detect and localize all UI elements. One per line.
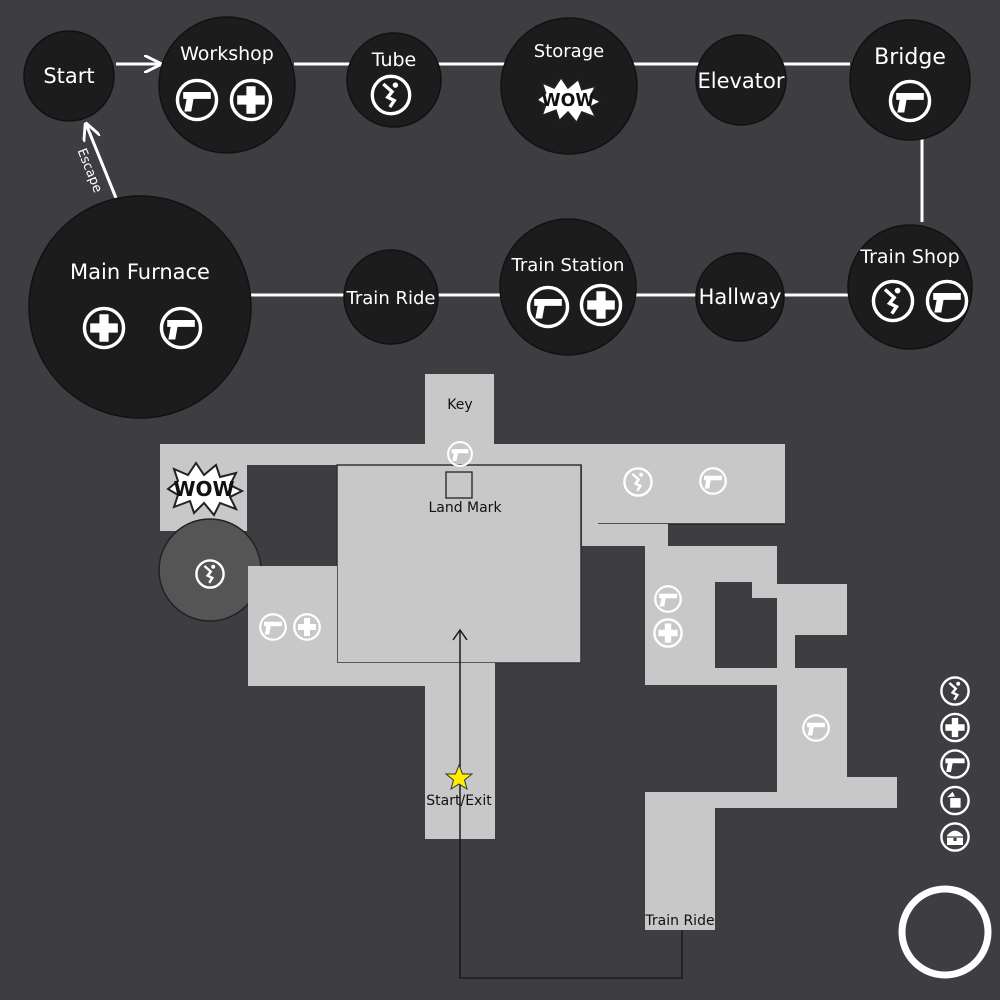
landmark-label: Land Mark bbox=[428, 500, 502, 516]
room-right-upper bbox=[777, 584, 847, 635]
room-key bbox=[425, 374, 494, 444]
room-right-lower bbox=[777, 668, 847, 808]
medkit-icon bbox=[579, 283, 623, 327]
escape-arrow bbox=[86, 124, 118, 199]
connector-right-upper bbox=[777, 635, 795, 668]
node-circle bbox=[28, 195, 252, 419]
key-label: Key bbox=[447, 397, 472, 413]
node-hallway: Hallway bbox=[695, 252, 785, 342]
node-label: Workshop bbox=[180, 43, 274, 65]
node-label: Start bbox=[43, 64, 94, 88]
node-train-station: Train Station bbox=[499, 218, 637, 356]
connector-mid bbox=[715, 668, 777, 685]
node-train-shop: Train Shop bbox=[847, 224, 973, 350]
node-storage: Storage bbox=[500, 17, 638, 155]
node-label: Main Furnace bbox=[70, 260, 210, 284]
start-star-icon bbox=[444, 763, 474, 791]
node-label: Tube bbox=[371, 49, 417, 71]
room-small-notch bbox=[752, 582, 777, 598]
medkit-icon bbox=[82, 306, 126, 350]
legend-gun-icon bbox=[940, 749, 970, 779]
medkit-icon bbox=[229, 78, 273, 122]
node-label: Train Ride bbox=[346, 288, 436, 309]
room-right-tail bbox=[847, 777, 897, 808]
medkit-icon bbox=[293, 613, 321, 641]
start-exit-label: Start/Exit bbox=[426, 793, 492, 809]
legend-item-box-icon bbox=[940, 785, 970, 816]
legend-chest-icon bbox=[940, 822, 970, 852]
node-circle bbox=[847, 224, 973, 350]
corridor-left-bottom bbox=[337, 663, 425, 686]
node-circle bbox=[695, 34, 787, 126]
node-label: Storage bbox=[534, 41, 604, 62]
route-line bbox=[459, 630, 683, 979]
legend-medkit-icon bbox=[940, 712, 970, 743]
legend bbox=[940, 676, 970, 852]
node-bridge: Bridge bbox=[849, 19, 971, 141]
node-label: Hallway bbox=[699, 285, 782, 309]
node-tube: Tube bbox=[346, 32, 442, 128]
escape-label: Escape bbox=[74, 146, 105, 195]
room-train-ride bbox=[645, 792, 715, 930]
room-central bbox=[336, 464, 582, 664]
node-train-ride: Train Ride bbox=[343, 249, 439, 345]
node-circle bbox=[23, 30, 115, 122]
room-column bbox=[645, 546, 715, 685]
node-circle bbox=[346, 32, 442, 128]
node-label: Train Station bbox=[511, 255, 625, 276]
node-start: Start bbox=[23, 30, 115, 122]
node-label: Bridge bbox=[874, 45, 946, 70]
room-top-right bbox=[582, 444, 785, 524]
node-label: Elevator bbox=[697, 69, 784, 93]
node-label: Train Shop bbox=[859, 246, 959, 268]
node-main-furnace: Main Furnace bbox=[28, 195, 252, 419]
landmark-marker bbox=[445, 471, 473, 499]
node-circle bbox=[695, 252, 785, 342]
node-elevator: Elevator bbox=[695, 34, 787, 126]
connector-right bbox=[582, 524, 668, 546]
legend-tube-icon bbox=[940, 676, 970, 706]
train-ride-label: Train Ride bbox=[644, 913, 714, 929]
floor-map: Key Land Mark Start/Exit Train Ride bbox=[158, 374, 897, 979]
node-circle bbox=[499, 218, 637, 356]
connector-bottom bbox=[715, 792, 777, 808]
room-small bbox=[715, 546, 777, 582]
node-workshop: Workshop bbox=[158, 16, 296, 154]
node-circle bbox=[158, 16, 296, 154]
medkit-icon bbox=[653, 618, 683, 648]
route-arrow-icon bbox=[452, 628, 468, 641]
room-left bbox=[248, 566, 337, 686]
compass-ring-icon bbox=[898, 885, 992, 979]
node-circle bbox=[343, 249, 439, 345]
